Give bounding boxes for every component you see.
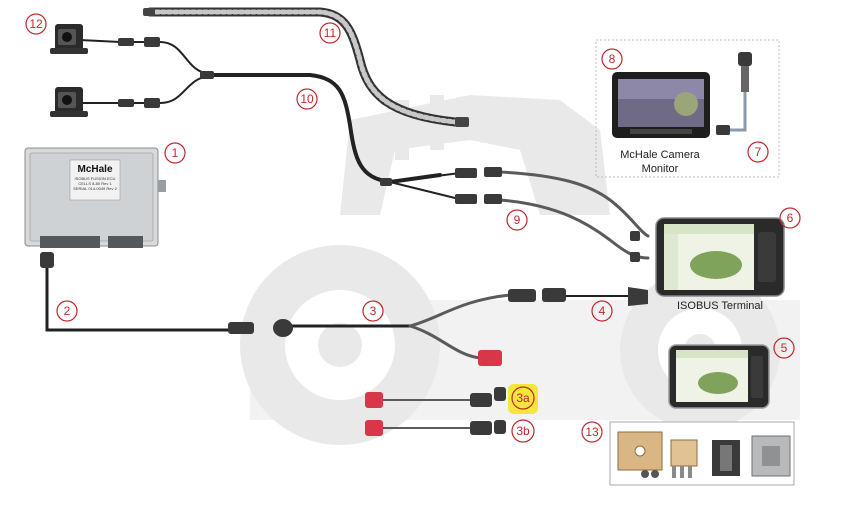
callout-10: 10: [300, 92, 314, 106]
cable-2: [45, 263, 232, 332]
cable-3-down: [408, 324, 482, 360]
bracket-kit: [617, 431, 791, 478]
cable-10-branch-a: [389, 172, 461, 183]
callout-13: 13: [585, 425, 599, 439]
callout-9: 9: [514, 213, 521, 227]
connectors: [40, 37, 752, 435]
cable-10-branch-b: [389, 181, 456, 199]
ecu-sticker-line2: CELLS 8-80 Rev 1: [78, 181, 112, 186]
callout-11: 11: [324, 26, 337, 40]
callout-3a: 3a: [516, 391, 530, 405]
callout-2: 2: [64, 304, 71, 318]
camera-monitor: [612, 72, 710, 138]
ecu-brand-label: McHale: [77, 164, 112, 175]
isobus-terminal-label: ISOBUS Terminal: [677, 300, 763, 312]
red-power-plugs: [365, 350, 502, 436]
ecu-unit: [24, 147, 166, 248]
callout-7: 7: [755, 145, 762, 159]
camera-top: [50, 24, 88, 54]
callout-5: 5: [781, 341, 788, 355]
cable-7: [723, 88, 747, 132]
small-terminal: [668, 344, 770, 409]
callout-6: 6: [787, 211, 794, 225]
callout-3: 3: [370, 304, 377, 318]
callouts: [25, 13, 801, 443]
camera-bottom: [50, 87, 88, 117]
callout-12: 12: [29, 17, 43, 31]
callout-4: 4: [599, 304, 606, 318]
callout-1: 1: [172, 146, 179, 160]
cable-3-up: [408, 293, 512, 328]
ecu-sticker-line1: ISOBUS FUSION ECU: [75, 176, 116, 181]
camera-monitor-label-line2: Monitor: [642, 163, 679, 175]
ecu-sticker-line3: SERIAL 014-0049 Rev 2: [73, 186, 117, 191]
isobus-terminal: [655, 217, 785, 297]
cable-10: [208, 73, 442, 185]
callout-3b: 3b: [516, 424, 530, 438]
cable-9-top: [498, 170, 650, 238]
camera-monitor-label-line1: McHale Camera: [620, 149, 700, 161]
callout-8: 8: [609, 52, 616, 66]
braided-cable-11: [143, 7, 469, 127]
